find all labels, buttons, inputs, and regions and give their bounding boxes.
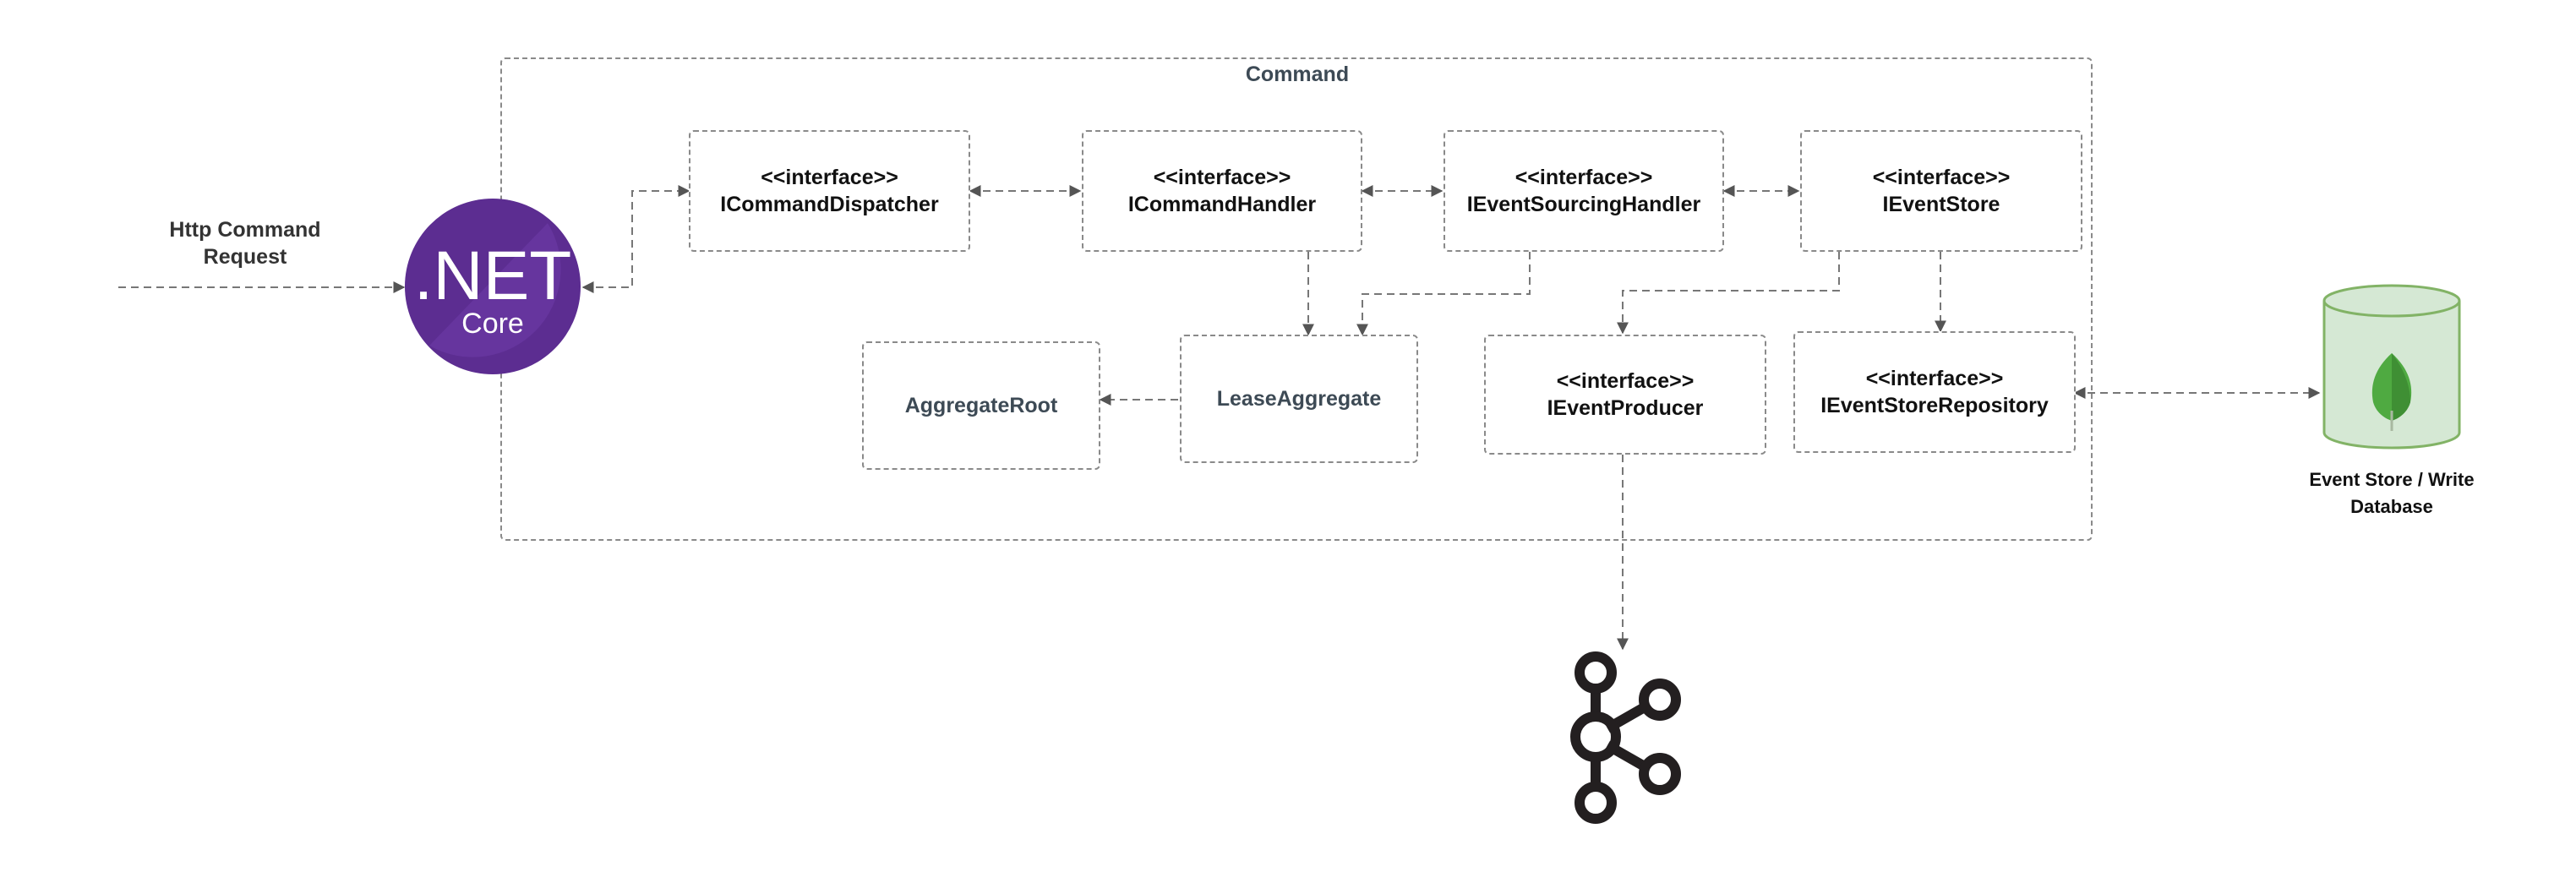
interface-name: IEventStore — [1882, 193, 2000, 216]
stereotype-label: <<interface>> — [1556, 369, 1695, 393]
interface-name: IEventStoreRepository — [1820, 394, 2049, 417]
stereotype-label: <<interface>> — [1865, 367, 2004, 390]
icommand-handler-box: <<interface>> ICommandHandler — [1082, 130, 1362, 252]
event-store-database-label: Event Store / Write Database — [2309, 469, 2475, 517]
ievent-sourcing-handler-box: <<interface>> IEventSourcingHandler — [1444, 130, 1724, 252]
stereotype-label: <<interface>> — [1514, 166, 1653, 189]
database-cylinder-icon — [2322, 284, 2461, 451]
interface-name: ICommandHandler — [1127, 193, 1317, 216]
stereotype-label: <<interface>> — [761, 166, 898, 189]
lease-aggregate-box: LeaseAggregate — [1180, 335, 1418, 463]
aggregate-root-box: AggregateRoot — [862, 341, 1100, 470]
stereotype-label: <<interface>> — [1153, 166, 1291, 189]
store-producer-arrow — [1617, 252, 1840, 335]
interface-name: ICommandDispatcher — [720, 193, 939, 216]
dotnet-logo-main-text: .NET — [414, 237, 572, 314]
kafka-icon — [1555, 649, 1690, 830]
stereotype-label: <<interface>> — [1872, 166, 2011, 189]
dotnet-logo-sub-text: Core — [461, 308, 524, 340]
dotnet-core-logo-icon: .NET Core — [404, 198, 581, 375]
icommand-dispatcher-box: <<interface>> ICommandDispatcher — [689, 130, 970, 252]
interface-name: IEventProducer — [1547, 396, 1704, 420]
class-name: AggregateRoot — [904, 393, 1058, 417]
interface-name: IEventSourcingHandler — [1466, 193, 1701, 216]
command-frame-title: Command — [1245, 63, 1350, 86]
ievent-producer-box: <<interface>> IEventProducer — [1484, 335, 1766, 455]
sourcing-lease-arrow — [1356, 252, 1531, 336]
mongodb-leaf-icon — [2371, 353, 2412, 431]
ievent-store-box: <<interface>> IEventStore — [1800, 130, 2082, 252]
ievent-store-repository-box: <<interface>> IEventStoreRepository — [1793, 331, 2076, 453]
class-name: LeaseAggregate — [1216, 386, 1382, 411]
http-command-request-label: Http Command Request — [169, 218, 321, 269]
